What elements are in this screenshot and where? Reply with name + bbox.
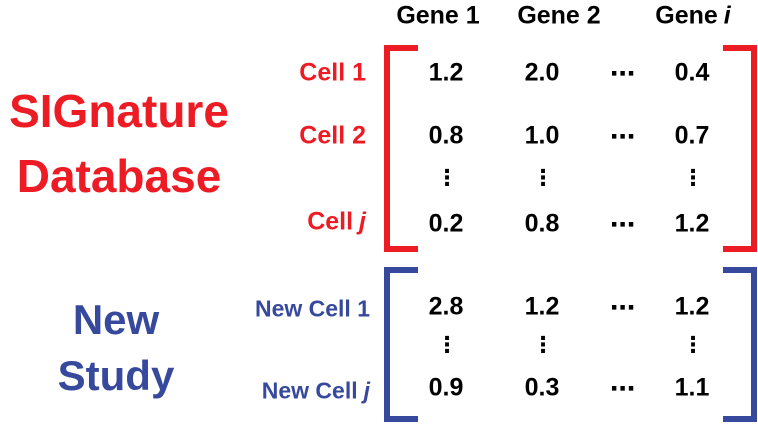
gene-2-label: Gene 2 [517, 1, 601, 30]
new-study-title-line-1: New [72, 296, 160, 343]
matrix-cell: 0.7 [674, 121, 710, 150]
vertical-ellipsis: ⋮ [682, 332, 704, 357]
gene-1-label: Gene 1 [396, 1, 480, 30]
new-study-matrix-right-bracket [723, 267, 757, 422]
matrix-cell: 2.0 [524, 58, 560, 87]
matrix-cell: 1.2 [674, 292, 710, 321]
matrix-cell: 1.2 [674, 209, 710, 238]
vertical-ellipsis: ⋮ [532, 332, 554, 357]
new-study-title: New Study [0, 292, 232, 404]
signature-matrix-right-bracket [723, 45, 757, 252]
matrix-cell: 0.9 [428, 373, 464, 402]
new-study-title-line-2: Study [57, 352, 175, 399]
gene-i-prefix: Gene [655, 1, 718, 30]
horizontal-ellipsis: ⋯ [610, 211, 636, 239]
new-cell-j-prefix: New Cell [261, 377, 358, 404]
vertical-ellipsis: ⋮ [532, 165, 554, 190]
matrix-cell: 0.8 [524, 209, 560, 238]
signature-title-line-2: Database [16, 150, 222, 202]
matrix-cell: 1.2 [524, 292, 560, 321]
column-header-gene-1: Gene 1 [396, 2, 479, 31]
row-label-new-cell-1: New Cell 1 [254, 295, 370, 322]
matrix-cell: 0.3 [524, 373, 560, 402]
matrix-cell: 2.8 [428, 292, 464, 321]
signature-database-title: SIGnature Database [0, 79, 238, 209]
horizontal-ellipsis: ⋯ [610, 294, 636, 322]
matrix-cell: 1.1 [674, 373, 710, 402]
cell-j-variable: j [359, 207, 366, 236]
horizontal-ellipsis: ⋯ [610, 123, 636, 151]
row-label-cell-1: Cell 1 [299, 58, 366, 87]
vertical-ellipsis: ⋮ [436, 165, 458, 190]
vertical-ellipsis: ⋮ [436, 332, 458, 357]
signature-title-line-1: SIGnature [9, 85, 229, 137]
matrix-cell: 1.2 [428, 58, 464, 87]
cell-j-prefix: Cell [307, 207, 354, 236]
column-header-gene-2: Gene 2 [517, 2, 600, 31]
row-label-cell-2: Cell 2 [299, 121, 366, 150]
horizontal-ellipsis: ⋯ [610, 60, 636, 88]
new-study-matrix-left-bracket [384, 267, 418, 422]
matrix-cell: 0.4 [674, 58, 710, 87]
horizontal-ellipsis: ⋯ [610, 375, 636, 403]
new-cell-j-variable: j [363, 377, 370, 404]
matrix-cell: 0.2 [428, 209, 464, 238]
vertical-ellipsis: ⋮ [682, 165, 704, 190]
gene-i-variable: i [723, 1, 731, 30]
signature-matrix-left-bracket [384, 45, 418, 252]
matrix-cell: 0.8 [428, 121, 464, 150]
matrix-cell: 1.0 [524, 121, 560, 150]
